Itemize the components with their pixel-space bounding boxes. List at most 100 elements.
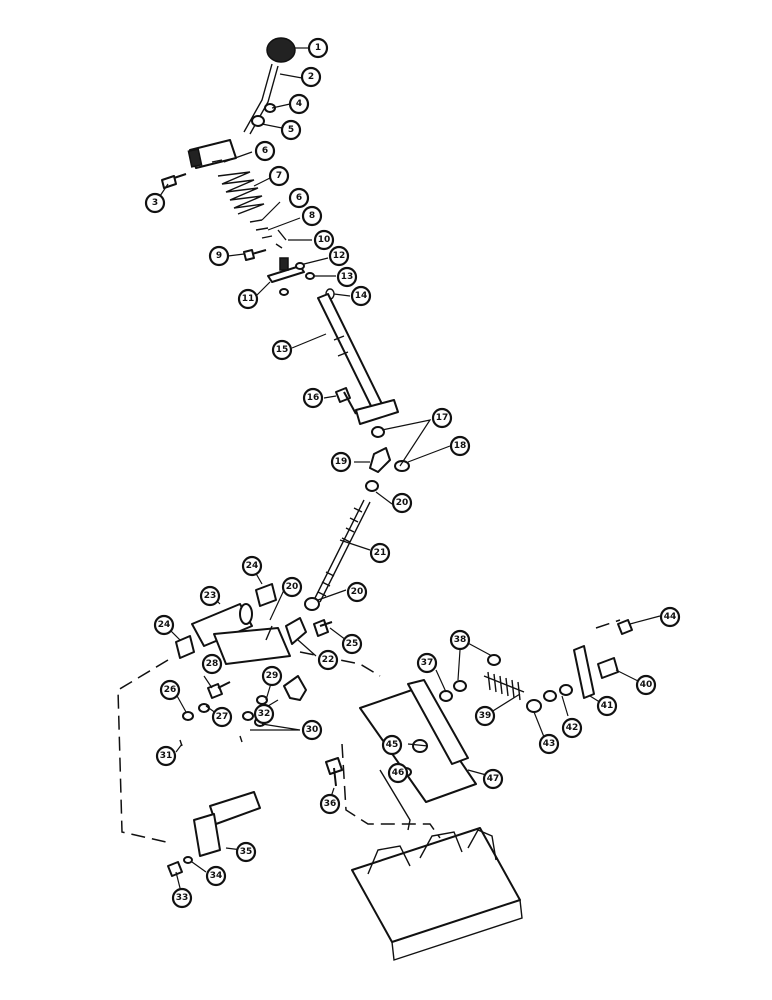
callout-circle: [635, 674, 657, 696]
part-callout: 35: [235, 841, 257, 863]
callout-circle: [300, 66, 322, 88]
part-callout: 20: [346, 581, 368, 603]
part-callout: 46: [387, 762, 409, 784]
callout-circle: [201, 653, 223, 675]
callout-number: 11: [242, 294, 255, 304]
callout-number: 20: [396, 498, 409, 508]
callout-circle: [153, 614, 175, 636]
part-callout: 25: [341, 633, 363, 655]
part-callout: 13: [336, 266, 358, 288]
callout-number: 24: [246, 561, 259, 571]
callout-number: 17: [436, 413, 449, 423]
crank-tube-end: [239, 603, 253, 625]
bolt-9-part: [243, 249, 267, 261]
part-callout: 14: [350, 285, 372, 307]
callout-number: 28: [206, 659, 219, 669]
clevis-32-part: [283, 675, 307, 701]
bolt-part: [161, 173, 187, 189]
part-callout: 43: [538, 733, 560, 755]
callout-circle: [317, 649, 339, 671]
washer-11b-part: [279, 288, 289, 296]
part-callout: 20: [281, 576, 303, 598]
nut-38a-part: [453, 680, 467, 692]
shaft-band: [333, 335, 349, 357]
callout-number: 41: [601, 701, 614, 711]
callout-number: 2: [308, 72, 314, 82]
callout-number: 38: [454, 635, 467, 645]
washer-34-part: [183, 856, 193, 864]
part-callout: 39: [474, 705, 496, 727]
clevis-part: [369, 447, 391, 473]
nut-13-part: [305, 272, 315, 280]
part-callout: 41: [596, 695, 618, 717]
part-callout: 28: [201, 653, 223, 675]
callout-number: 20: [286, 582, 299, 592]
part-callout: 36: [319, 793, 341, 815]
bracket-upright-part: [407, 679, 469, 765]
crank-arm-part: [213, 627, 291, 665]
callout-circle: [391, 492, 413, 514]
nut-42b-part: [559, 684, 573, 696]
callout-number: 30: [306, 725, 319, 735]
callout-number: 22: [322, 655, 335, 665]
callout-number: 29: [266, 671, 279, 681]
callout-circle: [302, 387, 324, 409]
callout-circle: [199, 585, 221, 607]
bolt-25-part: [313, 619, 333, 637]
callout-number: 31: [160, 751, 173, 761]
plate-boss: [279, 257, 289, 271]
lower-shaft-part: [209, 791, 261, 825]
callout-number: 45: [386, 740, 399, 750]
callout-circle: [346, 581, 368, 603]
part-callout: 31: [155, 745, 177, 767]
part-callout: 9: [208, 245, 230, 267]
bushing-b-part: [175, 635, 195, 659]
callout-circle: [241, 555, 263, 577]
washer-27-part: [182, 711, 194, 721]
callout-number: 37: [421, 658, 434, 668]
callout-circle: [301, 205, 323, 227]
washer-stack-part: [249, 219, 273, 239]
bolt-44-part: [617, 619, 633, 635]
callout-number: 43: [543, 739, 556, 749]
callout-circle: [159, 679, 181, 701]
bolt-36-part: [325, 757, 343, 787]
nut-38b-part: [487, 654, 501, 666]
bolt-16-part: [335, 387, 357, 415]
lower-arm-part: [193, 813, 221, 857]
callout-number: 24: [158, 620, 171, 630]
part-callout: 30: [301, 719, 323, 741]
nut-20-part: [365, 480, 379, 492]
part-callout: 22: [317, 649, 339, 671]
callout-circle: [474, 705, 496, 727]
callout-circle: [288, 187, 310, 209]
part-callout: 6: [254, 140, 276, 162]
part-callout: 38: [449, 629, 471, 651]
part-callout: 19: [330, 451, 352, 473]
spring-39-part: [483, 671, 525, 701]
nut-20b-part: [304, 597, 320, 611]
nut-40-part: [597, 657, 619, 679]
callout-circle: [561, 717, 583, 739]
part-callout: 8: [301, 205, 323, 227]
part-callout: 18: [449, 435, 471, 457]
callout-circle: [307, 37, 329, 59]
knob-part: [266, 37, 296, 63]
washer-12-part: [295, 262, 305, 270]
cotter-pins: [179, 735, 243, 747]
clevis-22-part: [285, 617, 307, 645]
callout-number: 18: [454, 441, 467, 451]
part-callout: 37: [416, 652, 438, 674]
part-callout: 15: [271, 339, 293, 361]
callout-number: 10: [318, 235, 331, 245]
callout-circle: [237, 288, 259, 310]
part-callout: 16: [302, 387, 324, 409]
callout-circle: [280, 119, 302, 141]
callout-number: 15: [276, 345, 289, 355]
callout-number: 27: [216, 712, 229, 722]
part-callout: 21: [369, 542, 391, 564]
shaft-end-part: [355, 399, 399, 425]
callout-circle: [482, 768, 504, 790]
lever-housing-face: [187, 148, 203, 168]
callout-number: 34: [210, 871, 223, 881]
